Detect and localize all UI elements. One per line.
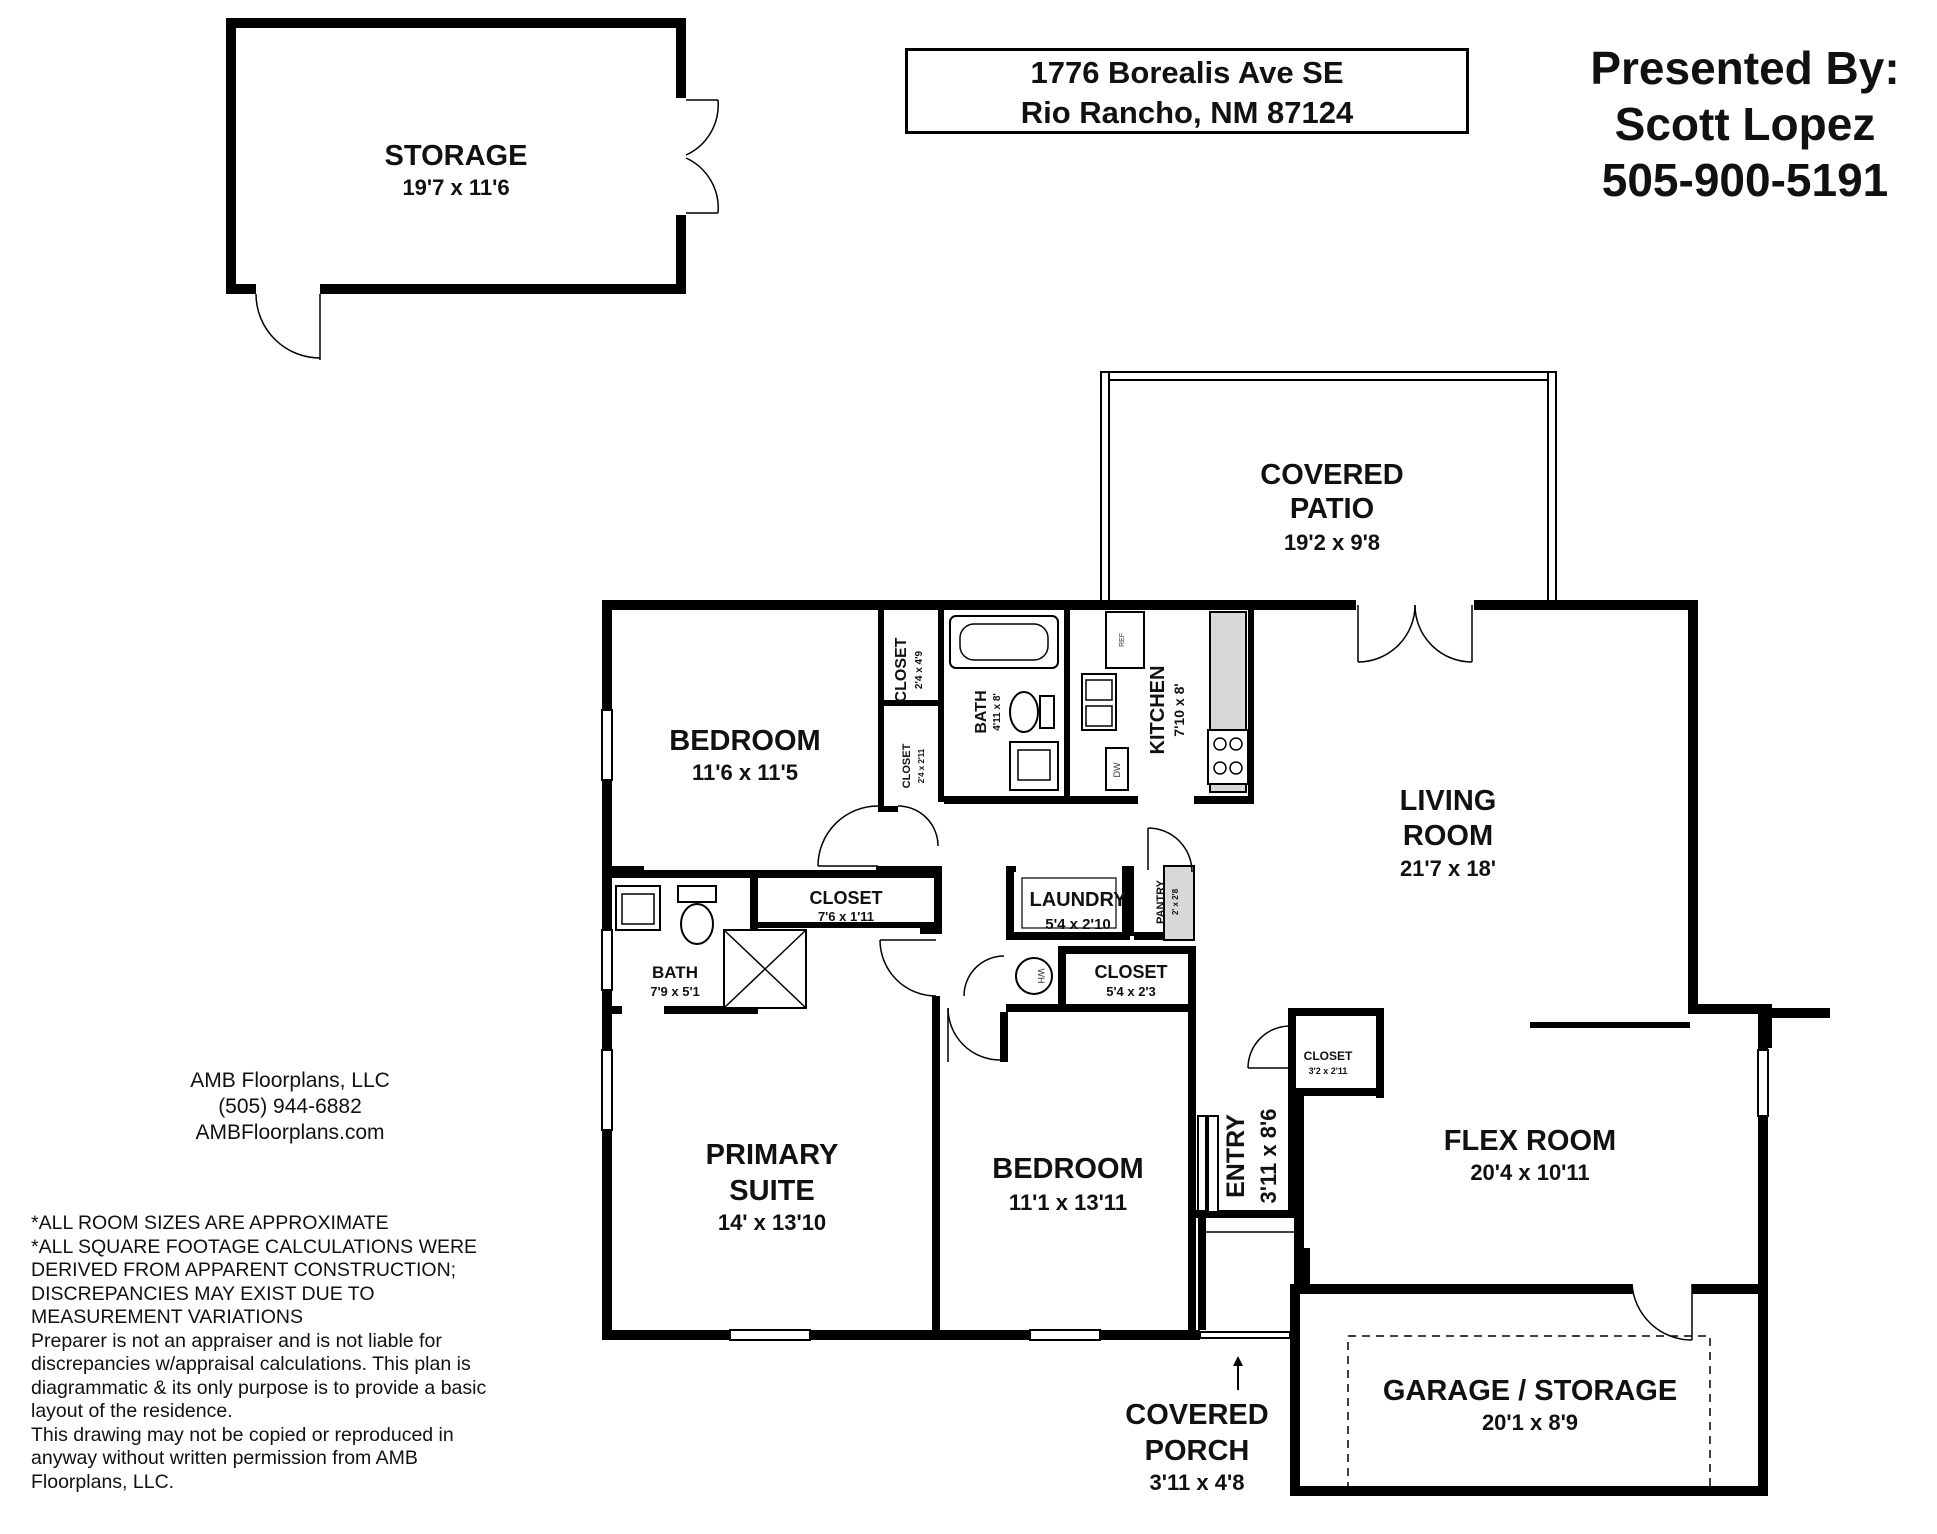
disclaimer-line: DERIVED FROM APPARENT CONSTRUCTION; — [31, 1259, 457, 1281]
disclaimer: *ALL ROOM SIZES ARE APPROXIMATE *ALL SQU… — [31, 1212, 551, 1494]
address-box: 1776 Borealis Ave SE Rio Rancho, NM 8712… — [905, 48, 1469, 134]
disclaimer-line: This drawing may not be copied or reprod… — [31, 1423, 454, 1446]
porch-arrow — [1233, 1356, 1243, 1390]
disclaimer-line: Preparer is not an appraiser and is not … — [31, 1329, 442, 1352]
company-website: AMBFloorplans.com — [195, 1121, 385, 1144]
disclaimer-line: *ALL ROOM SIZES ARE APPROXIMATE — [31, 1212, 389, 1234]
pantry-name: PANTRY — [1155, 879, 1167, 924]
bedroom-s-dim: 11'1 x 13'11 — [1009, 1190, 1127, 1215]
bath-primary-dim: 7'9 x 5'1 — [650, 984, 700, 999]
covered-patio-name-2: PATIO — [1290, 493, 1374, 525]
closet-top-dim: 2'4 x 4'9 — [914, 651, 925, 690]
closet-bed2-dim: 5'4 x 2'3 — [1106, 984, 1156, 999]
pantry-dim: 2' x 2'8 — [1171, 888, 1180, 915]
fixture-wh: WH — [1036, 969, 1046, 984]
bath-hall-dim: 4'11 x 8' — [992, 693, 1003, 731]
bedroom-ne-name: BEDROOM — [669, 725, 820, 757]
disclaimer-line: MEASUREMENT VARIATIONS — [31, 1306, 303, 1328]
flex-room-dim: 20'4 x 10'11 — [1470, 1160, 1589, 1185]
doors — [817, 598, 1474, 1200]
covered-porch-name-1: COVERED — [1125, 1399, 1268, 1431]
closet-primary-dim: 7'6 x 1'11 — [818, 909, 874, 924]
fixture-ref: REF — [1119, 633, 1126, 647]
primary-suite-name-2: SUITE — [729, 1175, 814, 1207]
presenter-phone: 505-900-5191 — [1601, 154, 1889, 206]
covered-patio-name-1: COVERED — [1260, 459, 1403, 491]
company-info: AMB Floorplans, LLC (505) 944-6882 AMBFl… — [140, 1068, 440, 1146]
storage-name: STORAGE — [385, 140, 528, 172]
covered-patio-dim: 19'2 x 9'8 — [1284, 530, 1380, 555]
bath-primary-name: BATH — [652, 963, 698, 982]
entry-dim: 3'11 x 8'6 — [1256, 1109, 1281, 1204]
storage-dim: 19'7 x 11'6 — [402, 175, 509, 200]
garage-dim: 20'1 x 8'9 — [1482, 1410, 1578, 1435]
closet-small-name: CLOSET — [901, 743, 913, 788]
laundry-dim: 5'4 x 2'10 — [1045, 916, 1111, 933]
company-name: AMB Floorplans, LLC — [190, 1069, 390, 1092]
closet-entry-dim: 3'2 x 2'11 — [1309, 1066, 1348, 1076]
living-room-name-2: ROOM — [1403, 820, 1493, 852]
room-labels: STORAGE 19'7 x 11'6 COVERED PATIO 19'2 x… — [385, 140, 1678, 1495]
primary-suite-dim: 14' x 13'10 — [718, 1210, 826, 1235]
disclaimer-line: layout of the residence. — [31, 1400, 233, 1422]
bedroom-ne-dim: 11'6 x 11'5 — [692, 760, 798, 785]
disclaimer-line: anyway without written permission from A… — [31, 1447, 418, 1469]
fixture-dw: DW — [1112, 762, 1122, 777]
closet-top-name: CLOSET — [893, 637, 910, 702]
closet-bed2-name: CLOSET — [1094, 962, 1167, 982]
closet-small-dim: 2'4 x 2'11 — [917, 748, 926, 783]
presenter-block: Presented By: Scott Lopez 505-900-5191 — [1560, 40, 1930, 208]
disclaimer-line: Floorplans, LLC. — [31, 1470, 175, 1493]
disclaimer-line: diagrammatic & its only purpose is to pr… — [31, 1376, 487, 1399]
primary-suite-name-1: PRIMARY — [706, 1139, 839, 1171]
bedroom-s-name: BEDROOM — [992, 1153, 1143, 1185]
bath-hall-name: BATH — [973, 690, 990, 733]
storage-building — [226, 18, 719, 360]
kitchen-dim: 7'10 x 8' — [1171, 683, 1187, 736]
laundry-name: LAUNDRY — [1029, 889, 1127, 911]
garage-name: GARAGE / STORAGE — [1383, 1375, 1677, 1407]
living-room-dim: 21'7 x 18' — [1400, 856, 1496, 881]
disclaimer-line: DISCREPANCIES MAY EXIST DUE TO — [31, 1282, 375, 1305]
address-line-2: Rio Rancho, NM 87124 — [1020, 95, 1354, 130]
presenter-heading: Presented By: — [1590, 42, 1900, 94]
covered-porch-name-2: PORCH — [1145, 1435, 1250, 1467]
flex-room-name: FLEX ROOM — [1444, 1125, 1616, 1157]
living-room-name-1: LIVING — [1400, 785, 1497, 817]
fixtures — [615, 611, 1296, 1233]
presenter-name: Scott Lopez — [1614, 98, 1876, 150]
address-line-1: 1776 Borealis Ave SE — [1030, 55, 1344, 90]
company-phone: (505) 944-6882 — [218, 1095, 362, 1118]
entry-name: ENTRY — [1222, 1114, 1250, 1198]
disclaimer-line: *ALL SQUARE FOOTAGE CALCULATIONS WERE — [31, 1235, 478, 1258]
disclaimer-line: discrepancies w/appraisal calculations. … — [31, 1353, 471, 1375]
closet-primary-name: CLOSET — [809, 888, 882, 908]
covered-porch-dim: 3'11 x 4'8 — [1150, 1470, 1245, 1495]
kitchen-name: KITCHEN — [1147, 666, 1169, 755]
house-walls — [601, 600, 1830, 1496]
closet-entry-name: CLOSET — [1304, 1049, 1353, 1063]
